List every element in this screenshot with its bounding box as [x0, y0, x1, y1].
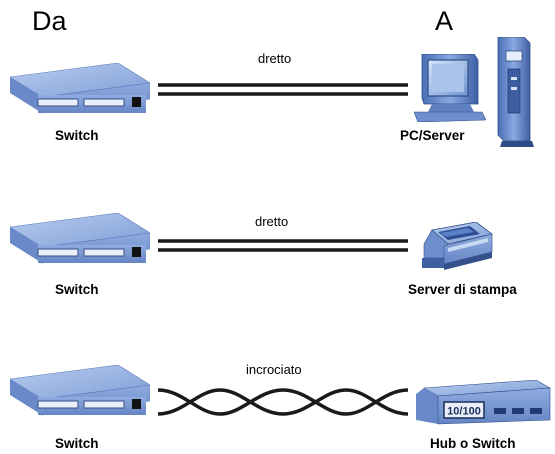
print-server-icon — [422, 222, 493, 270]
pc-icon — [414, 54, 486, 122]
hub-icon: 10/100 — [416, 380, 552, 425]
cable-type-label: dretto — [255, 214, 289, 229]
server-icon — [497, 37, 534, 147]
header-to: A — [435, 6, 454, 36]
to-device-label: Hub o Switch — [430, 436, 516, 451]
header-from: Da — [32, 6, 67, 36]
from-device-label: Switch — [55, 282, 99, 297]
switch-icon — [10, 213, 150, 264]
crossover-cable — [157, 388, 409, 416]
hub-port-label: 10/100 — [447, 406, 481, 418]
switch-icon — [10, 365, 150, 416]
to-device-label: Server di stampa — [408, 282, 517, 297]
from-device-label: Switch — [55, 436, 99, 451]
straight-cable — [158, 83, 408, 96]
to-device-label: PC/Server — [400, 128, 465, 143]
switch-icon — [10, 63, 150, 114]
cable-type-label: dretto — [258, 51, 292, 66]
straight-cable — [158, 239, 408, 252]
from-device-label: Switch — [55, 128, 99, 143]
cable-type-label: incrociato — [246, 362, 302, 377]
